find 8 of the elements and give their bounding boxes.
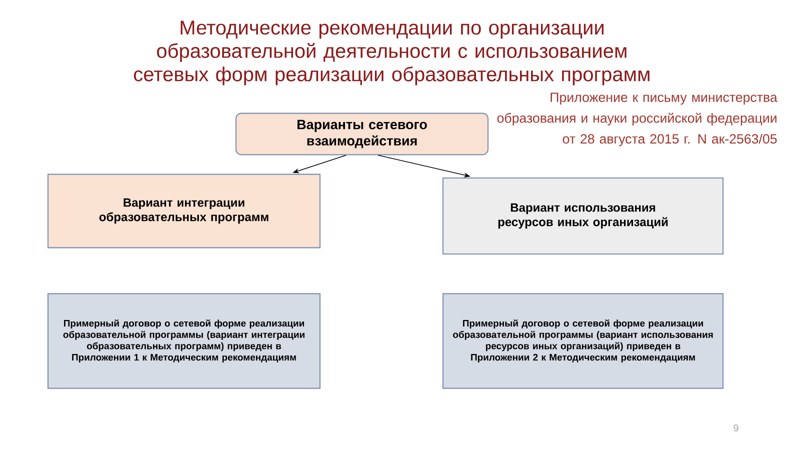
title: Методические рекомендации по организации образовательной деятельности с использованием сетевых форм реализации образовательных программ — [134, 20, 650, 86]
process-box: Вариант интеграции образовательных программ — [47, 174, 321, 248]
process-box: Примерный договор о сетевой форме реализации образовательной программы (вариант использования ресурсов иных организаций) приведен в Приложении 2 к Методическим рекомендациям — [442, 293, 724, 389]
page-number: 9 — [734, 424, 738, 432]
process-box: Вариант использования ресурсов иных организаций — [442, 177, 724, 255]
process-box: Примерный договор о сетевой форме реализации образовательной программы (вариант интеграции образовательных программ) приведен в Приложении 1 к Методическим рекомендациям — [47, 293, 321, 389]
annex-note: Приложение к письму министерства образования и науки российской федерации от 28 августа 2015 г. N ак-2563/05 — [497, 92, 778, 146]
process-box: Варианты сетевого взаимодействия — [235, 112, 489, 156]
